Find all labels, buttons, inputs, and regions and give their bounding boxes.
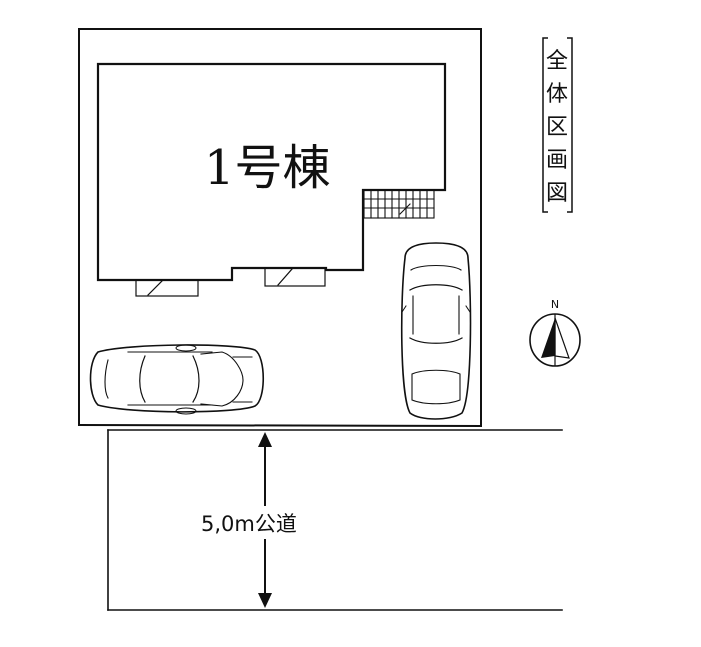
legend-bracket xyxy=(542,37,573,213)
legend-char: 体 xyxy=(546,82,568,107)
stair-grid xyxy=(363,189,435,219)
legend-title: 全 体 区 画 図 xyxy=(546,49,568,206)
legend-char: 区 xyxy=(546,115,568,140)
legend-char: 図 xyxy=(546,181,568,206)
road-label: 5,0m公道 xyxy=(201,512,297,536)
compass-north-label: N xyxy=(551,298,559,311)
porch-hatch xyxy=(135,267,326,297)
car-vertical xyxy=(400,242,472,420)
legend-char: 画 xyxy=(546,148,568,173)
car-horizontal xyxy=(89,344,264,415)
road-boundary xyxy=(107,429,563,611)
north-arrow-icon xyxy=(529,313,581,367)
legend-char: 全 xyxy=(546,49,568,74)
building-label: 1号棟 xyxy=(204,140,331,196)
dimension-arrowheads xyxy=(258,432,272,608)
lot-boundary xyxy=(77,28,483,428)
